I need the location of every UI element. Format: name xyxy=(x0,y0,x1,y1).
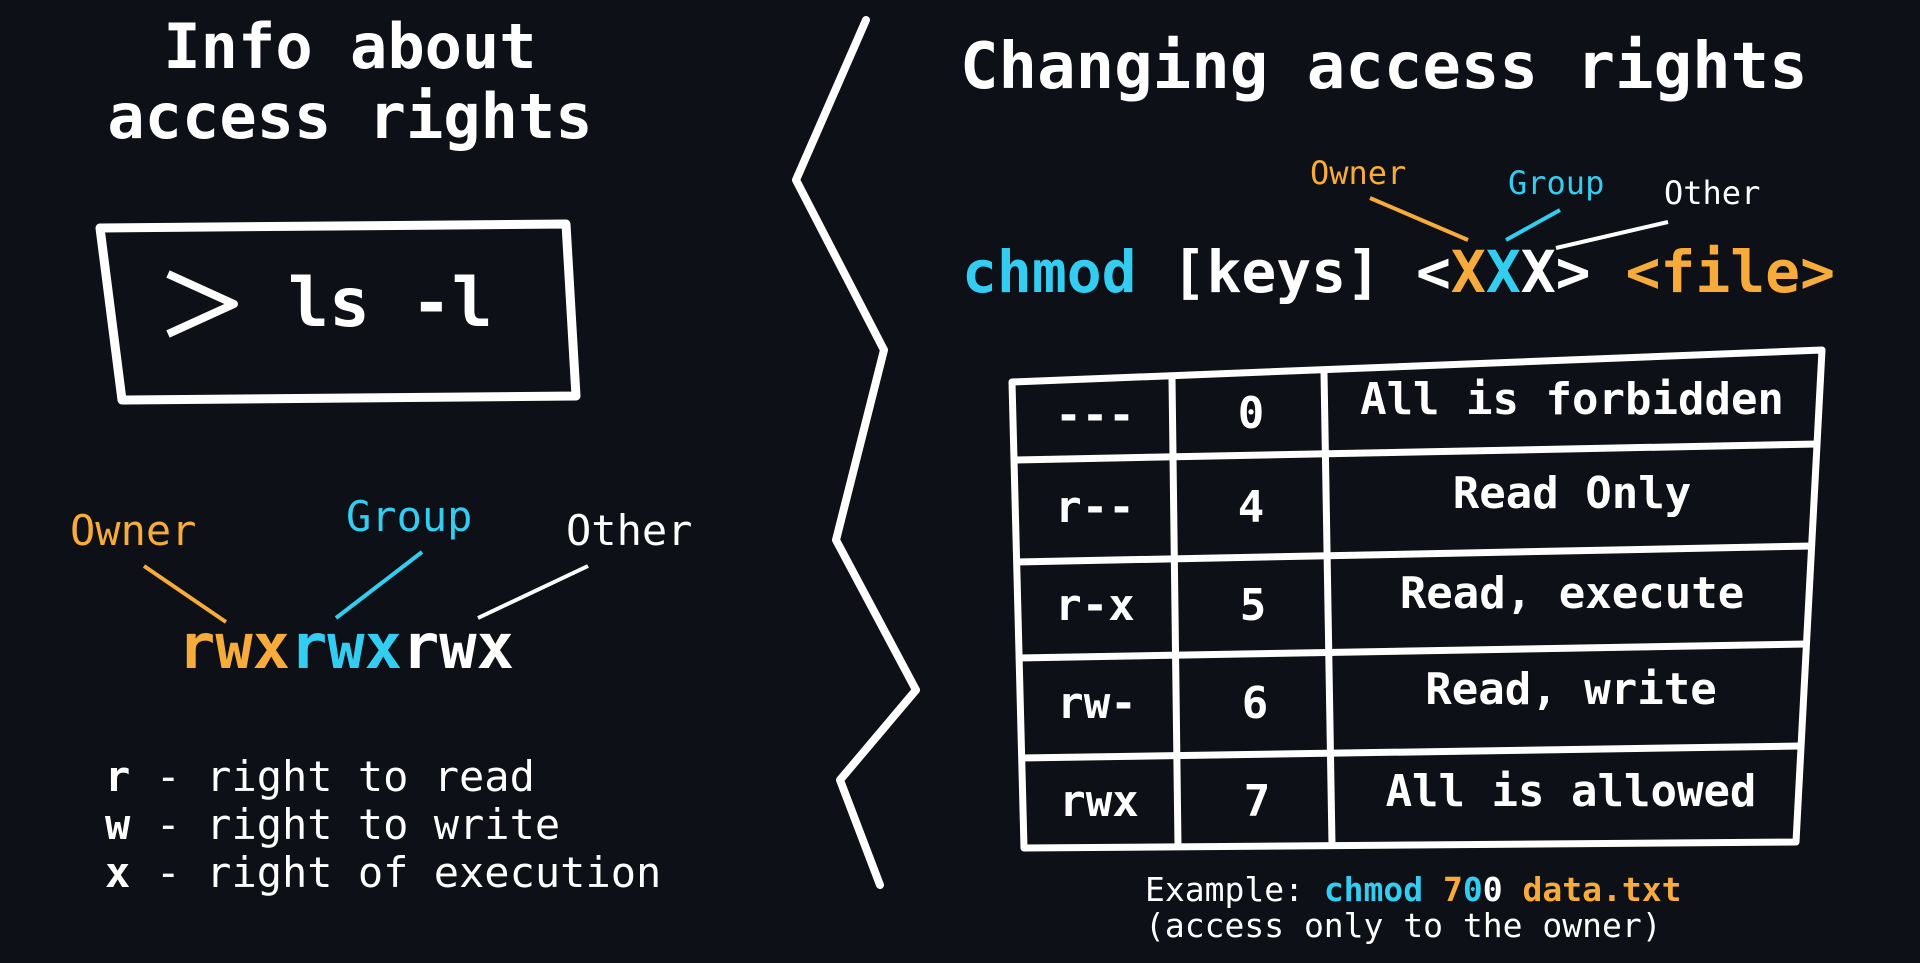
legend-text-x: - right of execution xyxy=(130,848,662,897)
legend-key-r: r xyxy=(105,752,131,801)
zigzag-divider xyxy=(792,16,920,889)
syntax-close: > xyxy=(1555,238,1591,306)
owner-connector-left xyxy=(142,564,228,624)
legend-execute: x - right of execution xyxy=(105,848,661,897)
syntax-cmd: chmod xyxy=(962,238,1137,306)
terminal-command: ls -l xyxy=(288,264,493,343)
rwx-string: rwxrwxrwx xyxy=(178,610,514,683)
legend-read: r - right to read xyxy=(105,752,535,801)
table-desc-0: All is forbidden xyxy=(1360,374,1784,425)
right-other-label: Other xyxy=(1664,174,1761,212)
rwx-group: rwx xyxy=(289,610,402,683)
example-prefix: Example: xyxy=(1145,870,1324,909)
table-num-4: 7 xyxy=(1243,776,1271,827)
syntax-open: < xyxy=(1415,238,1451,306)
example-file: data.txt xyxy=(1502,870,1682,909)
right-group-label: Group xyxy=(1508,164,1605,202)
right-owner-label: Owner xyxy=(1310,154,1407,192)
legend-key-x: x xyxy=(105,848,131,897)
table-num-1: 4 xyxy=(1237,482,1265,533)
left-title-line1: Info about xyxy=(163,10,537,83)
legend-text-r: - right to read xyxy=(130,752,535,801)
table-perm-0: --- xyxy=(1055,390,1135,441)
example-note: (access only to the owner) xyxy=(1145,906,1662,945)
table-perm-1: r-- xyxy=(1055,482,1135,533)
right-title: Changing access rights xyxy=(960,30,1808,104)
table-num-2: 5 xyxy=(1239,580,1267,631)
legend-write: w - right to write xyxy=(105,800,560,849)
other-connector-left xyxy=(477,564,589,620)
left-owner-label: Owner xyxy=(70,506,197,555)
legend-text-w: - right to write xyxy=(130,800,561,849)
example-digit-group: 0 xyxy=(1462,870,1483,909)
group-connector-right xyxy=(1505,208,1561,242)
owner-connector-right xyxy=(1369,196,1469,242)
table-desc-3: Read, write xyxy=(1425,664,1717,715)
prompt-chevron-icon xyxy=(166,270,238,338)
table-num-0: 0 xyxy=(1237,388,1265,439)
rwx-owner: rwx xyxy=(178,610,290,683)
chmod-syntax: chmod [keys] <XXX> <file> xyxy=(962,238,1835,306)
syntax-keys: [keys] xyxy=(1136,238,1416,306)
left-other-label: Other xyxy=(566,506,693,555)
other-connector-right xyxy=(1555,220,1669,250)
legend-key-w: w xyxy=(105,800,131,849)
table-desc-2: Read, execute xyxy=(1399,568,1745,619)
syntax-file: <file> xyxy=(1590,238,1836,306)
syntax-x-other: X xyxy=(1520,238,1556,306)
table-desc-1: Read Only xyxy=(1452,468,1692,519)
syntax-x-owner: X xyxy=(1450,238,1486,306)
table-num-3: 6 xyxy=(1241,678,1269,729)
syntax-x-group: X xyxy=(1485,238,1521,306)
example-digit-other: 0 xyxy=(1482,870,1503,909)
table-perm-4: rwx xyxy=(1059,776,1139,827)
example-cmd: chmod xyxy=(1323,870,1444,909)
table-desc-4: All is allowed xyxy=(1385,766,1757,817)
table-perm-2: r-x xyxy=(1055,580,1135,631)
table-perm-3: rw- xyxy=(1057,678,1137,729)
permission-table-grid xyxy=(1008,346,1826,852)
group-connector-left xyxy=(334,550,424,620)
example-digit-owner: 7 xyxy=(1443,870,1463,909)
left-group-label: Group xyxy=(346,492,473,541)
rwx-other: rwx xyxy=(401,610,514,683)
left-title-line2: access rights xyxy=(107,80,593,153)
example-line: Example: chmod 700 data.txt xyxy=(1145,870,1681,909)
terminal-frame xyxy=(95,219,581,405)
